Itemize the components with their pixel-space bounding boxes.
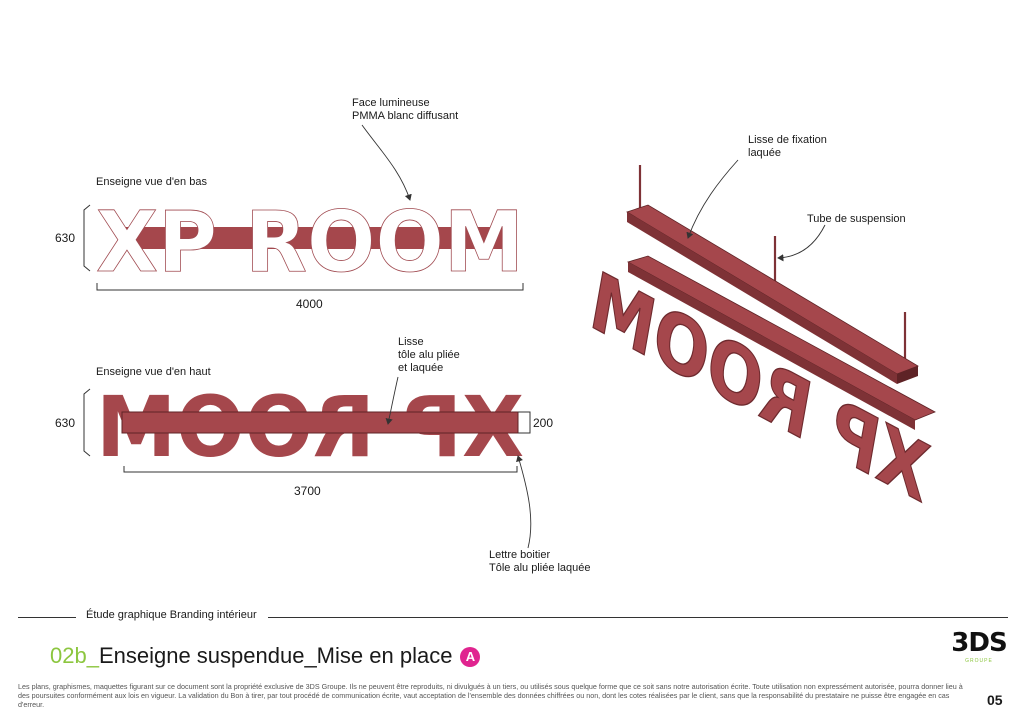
title-code: 02b_ [50, 643, 99, 668]
label-letter-line1: Lettre boitier [489, 549, 551, 561]
footer-rule-left [18, 617, 76, 618]
dim-height-bottom: 630 [55, 231, 76, 245]
dim-rail-depth: 200 [533, 416, 554, 430]
label-view-bottom: Enseigne vue d'en bas [96, 176, 207, 188]
label-fix-rail-line2: laquée [748, 147, 782, 159]
logo-text: 3DS [951, 628, 1007, 658]
label-letter: Lettre boitier Tôle alu pliée laquée [489, 549, 591, 575]
dim-width-top: 3700 [294, 484, 321, 498]
section-label: Étude graphique Branding intérieur [86, 609, 257, 621]
logo: 3DS GROUPE [950, 628, 1008, 664]
sign-bottom-view: XP ROOM [96, 193, 525, 292]
dim-bracket-height-top [83, 388, 91, 457]
dim-width-bottom: 4000 [296, 297, 323, 311]
dim-bracket-height-bottom [83, 204, 91, 272]
legal-notice: Les plans, graphismes, maquettes figuran… [18, 682, 963, 709]
leader-fix-rail [686, 159, 739, 239]
label-face-line1: Face lumineuse [352, 97, 430, 109]
label-letter-line2: Tôle alu pliée laquée [489, 562, 591, 574]
leader-letter [516, 455, 532, 549]
page-title: 02b_Enseigne suspendue_Mise en place A [50, 643, 481, 669]
bottom-view-rail [120, 227, 512, 249]
label-face-line2: PMMA blanc diffusant [352, 110, 459, 122]
leader-rail [385, 376, 399, 425]
footer-rule-right [268, 617, 1008, 618]
label-view-top: Enseigne vue d'en haut [96, 366, 211, 378]
sign-top-view: XP ROOM [96, 378, 524, 476]
label-rail-line1: Lisse [398, 336, 424, 348]
bottom-view-letters: XP ROOM [96, 193, 524, 291]
logo-subtext: GROUPE [965, 658, 993, 664]
dim-bracket-width-top [123, 466, 518, 473]
label-face: Face lumineuse PMMA blanc diffusant [352, 97, 458, 123]
label-rail: Lisse tôle alu pliée et laquée [398, 336, 460, 375]
leader-tube [777, 224, 826, 262]
dim-bracket-width-bottom [96, 283, 524, 291]
label-tube: Tube de suspension [807, 213, 906, 225]
label-fix-rail: Lisse de fixation laquée [748, 134, 827, 160]
page-number: 05 [987, 692, 1003, 708]
dim-height-top: 630 [55, 416, 76, 430]
label-rail-line2: tôle alu pliée [398, 349, 460, 361]
label-fix-rail-line1: Lisse de fixation [748, 134, 827, 146]
dim-bracket-depth [518, 411, 531, 434]
top-view-rail [121, 411, 519, 434]
revision-badge: A [460, 647, 481, 668]
leader-face [361, 124, 412, 201]
label-rail-line3: et laquée [398, 362, 444, 374]
title-text: Enseigne suspendue_Mise en place [98, 643, 453, 668]
